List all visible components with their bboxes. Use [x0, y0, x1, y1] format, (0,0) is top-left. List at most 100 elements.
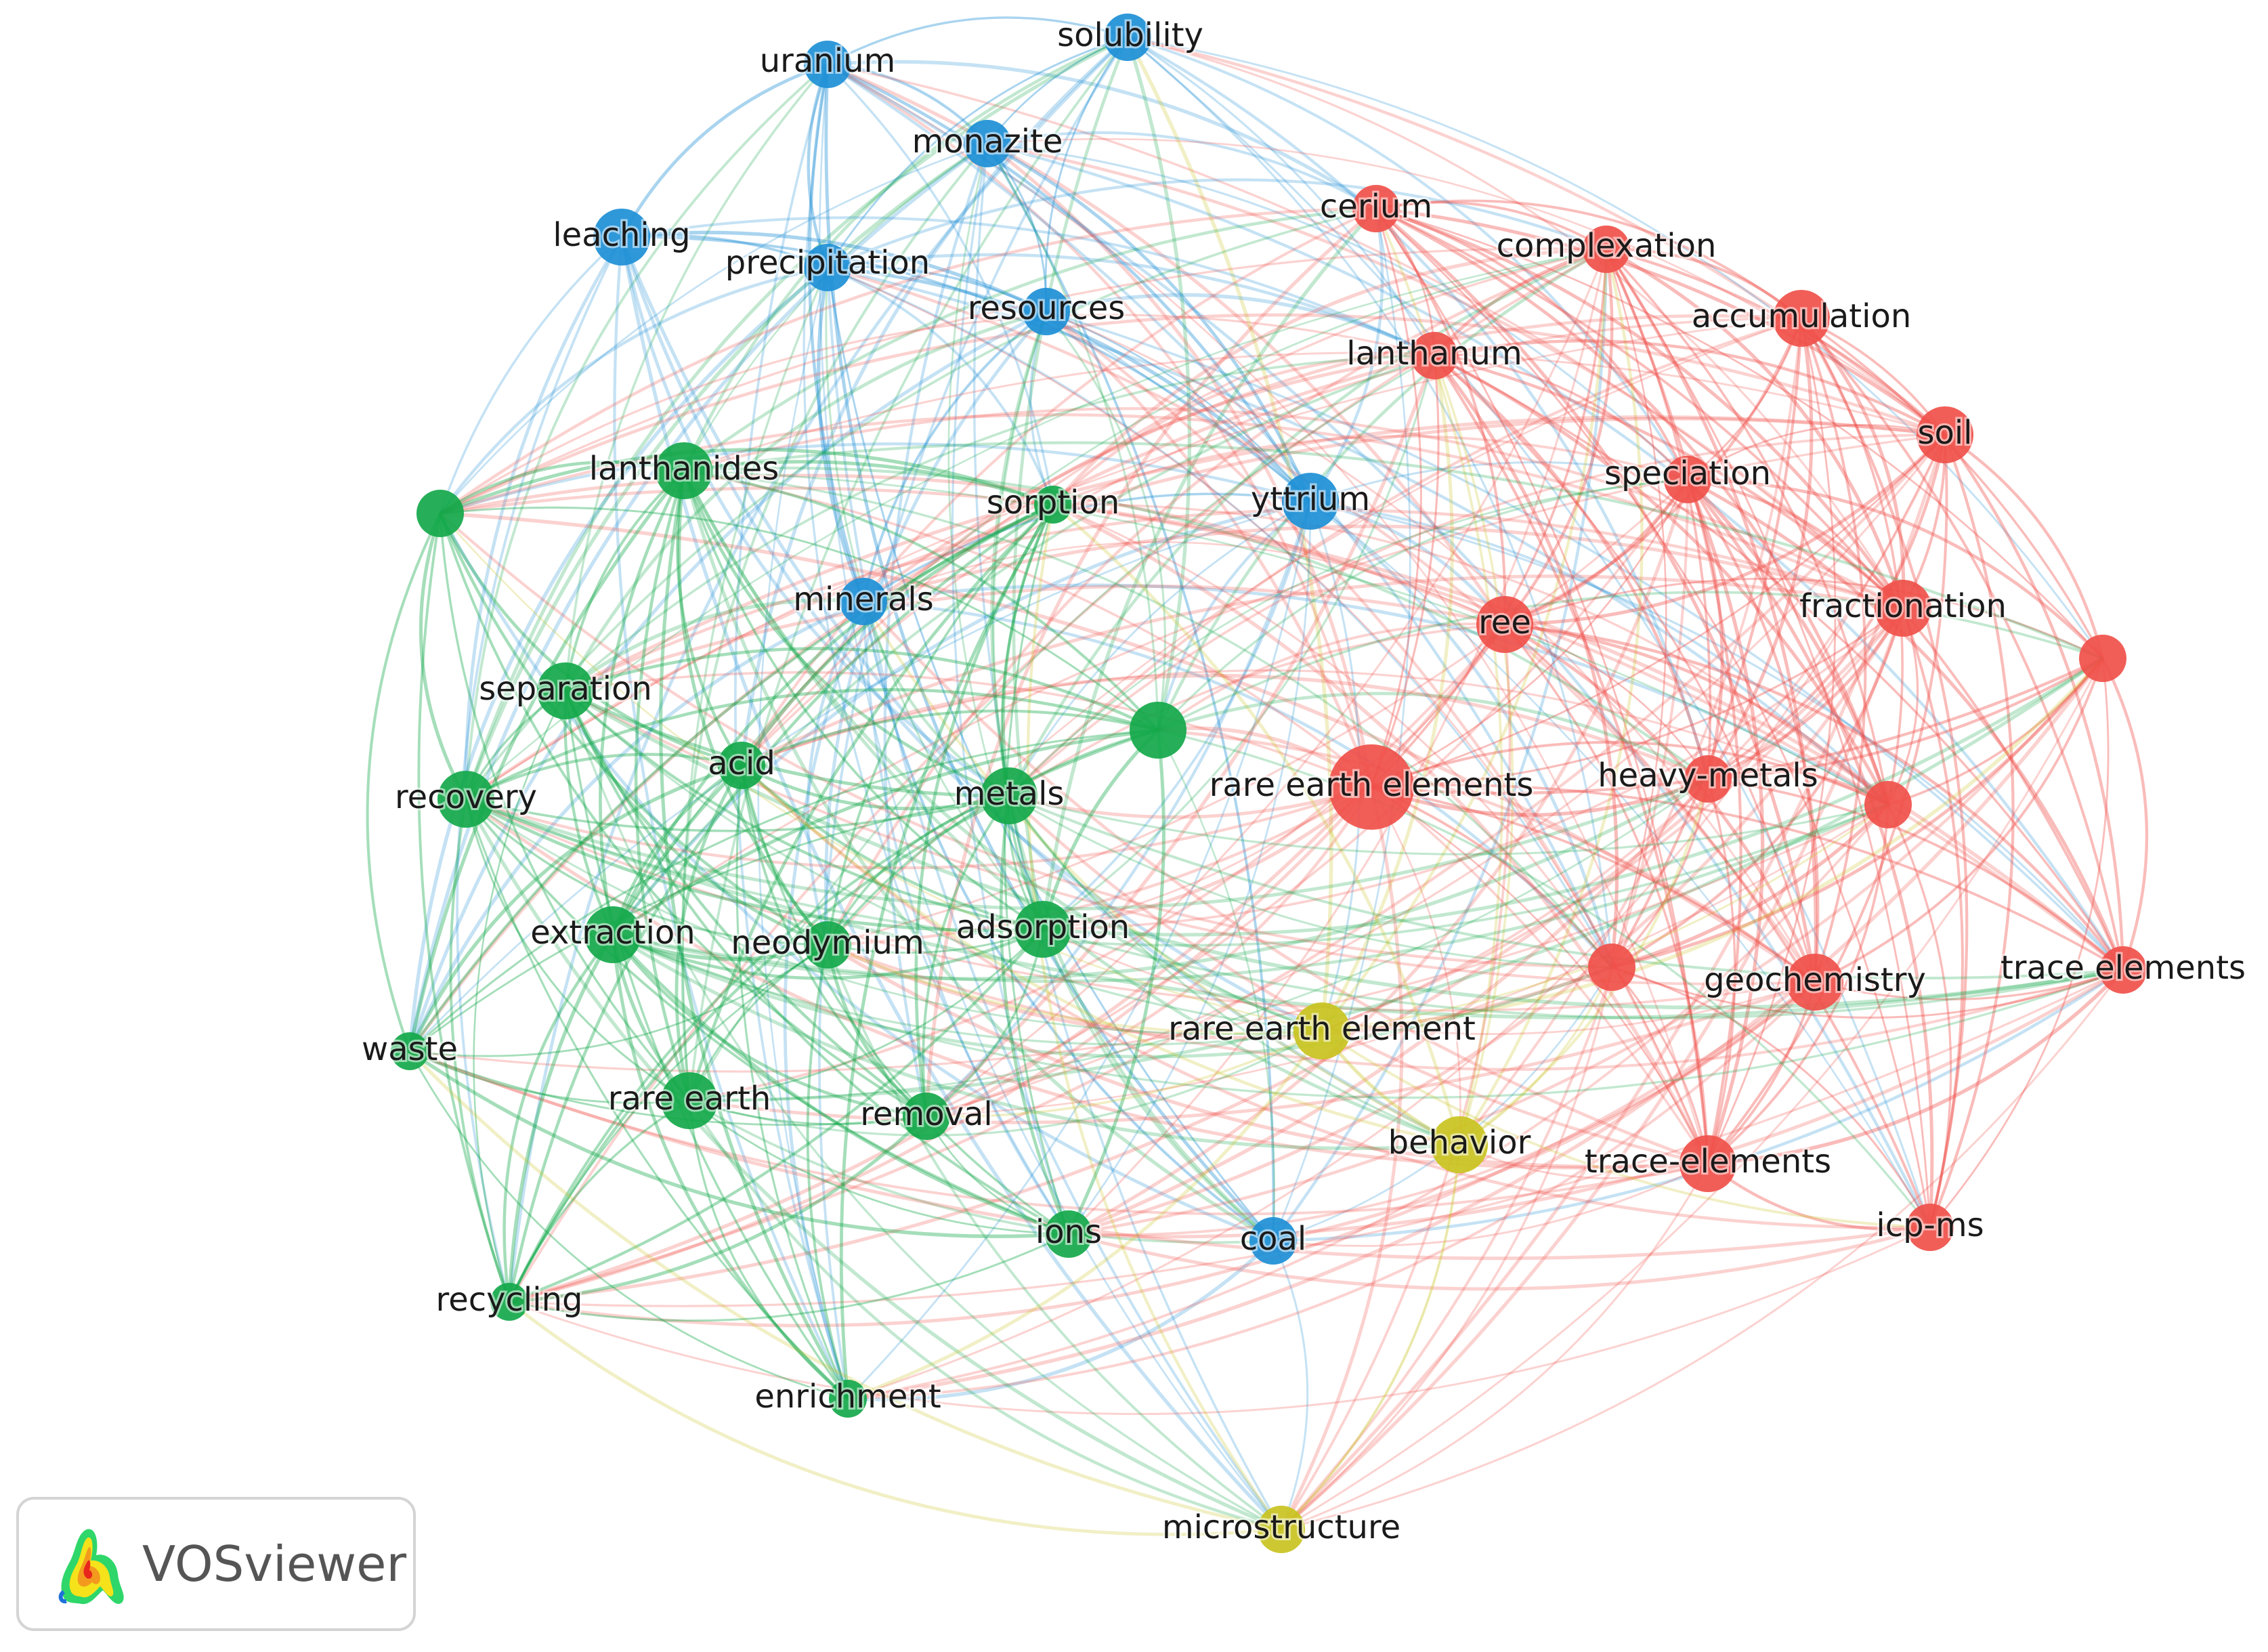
node-rare-earth[interactable] [661, 1072, 718, 1129]
label-geochemistry: geochemistry [1704, 961, 1926, 999]
node-ions[interactable] [1045, 1210, 1092, 1258]
node-metals[interactable] [981, 767, 1037, 824]
label-rare-earth-elements: rare earth elements [1210, 766, 1534, 804]
node-extraction[interactable] [584, 906, 641, 963]
link-minerals-neodymium [806, 600, 865, 946]
node-minerals[interactable] [840, 578, 887, 625]
link-solubility-heavy-metals [1126, 36, 1710, 780]
node-rare-earth-elements[interactable] [1329, 744, 1414, 830]
link-rare-earth-elements-trace-elements-hyphen [1371, 786, 1709, 1164]
link-precipitation-green-unlabeled-1 [439, 266, 828, 515]
link-complexation-behavior [1458, 249, 1644, 1146]
node-microstructure[interactable] [1258, 1506, 1305, 1553]
node-trace-elements-space[interactable] [2099, 946, 2147, 994]
link-recovery-recycling [449, 799, 511, 1302]
link-solubility-icp-ms [1127, 36, 1931, 1228]
link-heavy-metals-acid [741, 673, 1709, 781]
link-fractionation-heavy-metals [1707, 607, 1905, 781]
link-soil-ree [1504, 433, 1946, 627]
link-red-unlabeled-3-microstructure [1280, 967, 1613, 1531]
label-cerium: cerium [1320, 188, 1432, 226]
node-lanthanum[interactable] [1411, 332, 1458, 379]
link-cerium-geochemistry [1375, 207, 1817, 983]
link-sorption-behavior [1052, 503, 1461, 1145]
node-trace-elements-hyphen[interactable] [1679, 1135, 1736, 1192]
node-icp-ms[interactable] [1906, 1204, 1954, 1251]
node-fractionation[interactable] [1875, 580, 1931, 637]
node-red-unlabeled-3[interactable] [1588, 944, 1635, 991]
label-solubility: solubility [1057, 16, 1203, 54]
node-accumulation[interactable] [1773, 290, 1830, 347]
node-green-unlabeled-1[interactable] [416, 490, 464, 537]
link-rare-earth-microstructure [688, 1099, 1282, 1531]
node-monazite[interactable] [964, 120, 1011, 167]
link-resources-metals [990, 311, 1048, 797]
node-separation[interactable] [537, 662, 594, 719]
node-cerium[interactable] [1352, 185, 1400, 232]
node-leaching[interactable] [593, 209, 650, 266]
link-heavy-metals-red-unlabeled-3 [1610, 778, 1709, 969]
link-geochemistry-enrichment [847, 981, 1816, 1400]
node-ree[interactable] [1476, 596, 1533, 653]
link-ree-red-unlabeled-2 [1504, 622, 1889, 806]
link-cerium-icp-ms [1375, 207, 1931, 1228]
node-speciation[interactable] [1664, 456, 1711, 503]
node-complexation[interactable] [1583, 226, 1630, 273]
node-recovery[interactable] [437, 771, 494, 828]
node-yttrium[interactable] [1282, 473, 1339, 530]
link-green-unlabeled-2-acid [741, 709, 1159, 767]
link-speciation-heavy-metals [1686, 479, 1724, 780]
link-yttrium-minerals [863, 492, 1311, 603]
link-soil-lanthanides [683, 352, 1946, 472]
node-rare-earth-element[interactable] [1293, 1002, 1350, 1059]
node-neodymium[interactable] [804, 921, 851, 969]
node-recycling[interactable] [490, 1283, 528, 1321]
node-acid[interactable] [718, 742, 765, 789]
node-red-unlabeled-2[interactable] [1864, 781, 1912, 828]
link-green-unlabeled-1-sorption [440, 448, 1054, 515]
link-speciation-rare-earth-elements [1371, 479, 1689, 788]
node-resources[interactable] [1023, 288, 1070, 335]
node-behavior[interactable] [1431, 1116, 1488, 1173]
label-precipitation: precipitation [725, 244, 930, 282]
label-complexation: complexation [1497, 227, 1717, 265]
label-behavior: behavior [1388, 1124, 1531, 1162]
node-red-unlabeled-1[interactable] [2079, 635, 2126, 682]
node-removal[interactable] [903, 1093, 950, 1140]
link-rare-earth-rare-earth-element [689, 1030, 1323, 1137]
link-solubility-recovery [464, 35, 1129, 800]
link-green-unlabeled-1-green-unlabeled-2 [440, 506, 1159, 732]
link-speciation-ions [1067, 479, 1690, 1236]
node-adsorption[interactable] [1014, 901, 1071, 958]
link-complexation-acid [740, 248, 1607, 767]
link-extraction-removal [612, 933, 927, 1118]
node-precipitation[interactable] [804, 244, 851, 291]
link-speciation-green-unlabeled-2 [1157, 478, 1688, 732]
node-solubility[interactable] [1104, 14, 1151, 61]
node-geochemistry[interactable] [1786, 954, 1843, 1011]
link-complexation-removal [926, 249, 1608, 1118]
link-neodymium-microstructure [826, 944, 1283, 1531]
vosviewer-heatmap-icon [58, 1529, 124, 1605]
node-soil[interactable] [1917, 406, 1973, 463]
node-enrichment[interactable] [829, 1380, 867, 1418]
node-heavy-metals[interactable] [1684, 755, 1732, 803]
link-trace-elements-space-trace-elements-hyphen [1707, 969, 2124, 1166]
node-waste[interactable] [391, 1032, 429, 1070]
link-minerals-accumulation [862, 314, 1802, 603]
link-red-unlabeled-2-acid [741, 669, 1889, 806]
link-complexation-red-unlabeled-2 [1605, 248, 1889, 805]
link-trace-elements-space-sorption [1052, 503, 2124, 972]
link-green-unlabeled-1-lanthanides [439, 460, 685, 515]
node-green-unlabeled-2[interactable] [1130, 702, 1186, 759]
link-extraction-behavior [612, 933, 1460, 1150]
node-coal[interactable] [1249, 1217, 1297, 1265]
link-red-unlabeled-3-extraction [612, 933, 1612, 1059]
label-heavy-metals: heavy-metals [1598, 757, 1818, 795]
link-red-unlabeled-1-rare-earth-element [1321, 657, 2104, 1033]
link-cerium-adsorption [1041, 207, 1378, 930]
node-lanthanides[interactable] [656, 442, 712, 499]
node-uranium[interactable] [804, 41, 851, 88]
link-precipitation-waste [408, 266, 829, 1052]
node-sorption[interactable] [1034, 486, 1072, 524]
